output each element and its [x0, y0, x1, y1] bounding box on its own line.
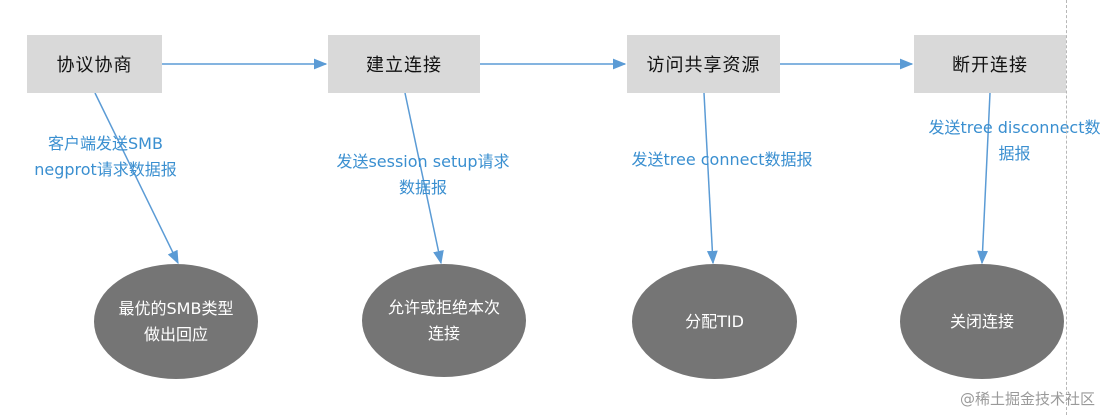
request-note-1: 客户端发送SMB negprot请求数据报	[18, 131, 193, 183]
note-line: 发送tree connect数据报	[631, 150, 813, 169]
request-note-3: 发送tree connect数据报	[622, 147, 822, 173]
result-line: 连接	[427, 323, 460, 343]
step-label: 协议协商	[56, 55, 133, 76]
request-arrow-2	[404, 92, 444, 265]
result-ellipse-3: 分配TID	[632, 264, 797, 379]
note-line: 数据报	[398, 178, 447, 197]
request-arrow-1	[94, 92, 179, 265]
note-line: negprot请求数据报	[34, 160, 177, 179]
step-label: 访问共享资源	[646, 55, 761, 76]
step-box-access-share: 访问共享资源	[627, 35, 780, 93]
step-box-connect: 建立连接	[328, 35, 480, 93]
step-box-disconnect: 断开连接	[914, 35, 1066, 93]
result-line: 关闭连接	[949, 311, 1014, 331]
result-ellipse-4: 关闭连接	[900, 264, 1064, 379]
result-line: 分配TID	[685, 311, 744, 331]
note-line: 客户端发送SMB	[48, 134, 163, 153]
step-label: 断开连接	[952, 55, 1028, 76]
request-arrow-3	[703, 92, 718, 265]
step-label: 建立连接	[366, 55, 442, 76]
note-line: 据报	[998, 144, 1031, 163]
note-line: 发送tree disconnect数	[928, 118, 1101, 137]
page-edge-divider	[1066, 0, 1067, 415]
request-note-4: 发送tree disconnect数 据报	[922, 115, 1107, 167]
watermark: @稀土掘金技术社区	[959, 390, 1095, 408]
result-line: 允许或拒绝本次	[387, 297, 500, 317]
step-box-negotiate: 协议协商	[27, 35, 162, 93]
request-arrow-4	[977, 92, 991, 265]
result-ellipse-2: 允许或拒绝本次 连接	[362, 264, 526, 377]
request-note-2: 发送session setup请求 数据报	[328, 149, 518, 201]
result-ellipse-1: 最优的SMB类型 做出回应	[94, 264, 258, 379]
result-line: 做出回应	[143, 324, 208, 344]
note-line: 发送session setup请求	[336, 152, 510, 171]
result-line: 最优的SMB类型	[118, 298, 234, 318]
